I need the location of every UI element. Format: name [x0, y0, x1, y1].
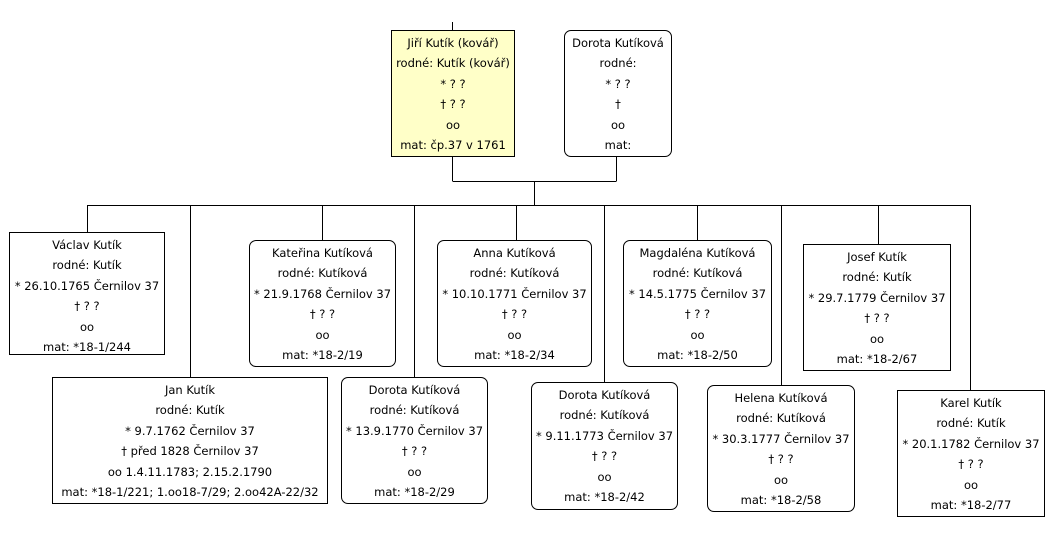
person-record: mat: *18-2/50 — [657, 347, 738, 362]
person-marriage: oo — [869, 331, 885, 346]
person-card-magdalena[interactable]: Magdaléna Kutíková rodné: Kutíková * 14.… — [623, 240, 772, 367]
person-birth-surname: rodné: — [599, 56, 637, 71]
person-card-jan[interactable]: Jan Kutík rodné: Kutík * 9.7.1762 Černil… — [52, 377, 328, 504]
person-record: mat: *18-2/67 — [836, 351, 918, 366]
person-birth: * 10.10.1771 Černilov 37 — [442, 286, 587, 301]
person-birth-surname: rodné: Kutíková — [736, 411, 826, 426]
person-card-mother[interactable]: Dorota Kutíková rodné: * ? ? † oo mat: — [564, 30, 672, 157]
person-record: mat: *18-2/77 — [930, 497, 1012, 512]
person-card-helena[interactable]: Helena Kutíková rodné: Kutíková * 30.3.1… — [707, 385, 855, 512]
person-birth-surname: rodné: Kutíková — [652, 266, 743, 281]
person-death: † ? ? — [684, 307, 711, 322]
person-name: Josef Kutík — [847, 250, 907, 264]
person-card-josef[interactable]: Josef Kutík rodné: Kutík * 29.7.1779 Čer… — [803, 244, 951, 371]
person-birth-surname: rodné: Kutík — [842, 270, 912, 285]
person-name: Dorota Kutíková — [558, 388, 651, 402]
person-birth: * 30.3.1777 Černilov 37 — [712, 431, 850, 446]
person-name: Jan Kutík — [164, 383, 215, 397]
person-marriage: oo — [79, 319, 95, 334]
person-record: mat: *18-2/19 — [282, 347, 363, 362]
person-name: Helena Kutíková — [734, 391, 828, 405]
person-birth: * 14.5.1775 Černilov 37 — [628, 286, 767, 301]
person-name: Kateřina Kutíková — [272, 246, 373, 260]
person-birth-surname: rodné: Kutíková — [277, 266, 368, 281]
person-death: † ? ? — [401, 444, 428, 459]
person-birth: * 20.1.1782 Černilov 37 — [902, 436, 1040, 451]
person-death: † ? ? — [768, 452, 794, 467]
person-death: † ? ? — [501, 307, 528, 322]
person-birth-surname: rodné: Kutík — [936, 416, 1006, 431]
person-record: mat: *18-2/58 — [740, 492, 822, 507]
person-name: Dorota Kutíková — [368, 383, 461, 397]
person-name: Dorota Kutíková — [572, 36, 664, 50]
person-marriage: oo — [445, 117, 461, 132]
person-name: Karel Kutík — [940, 396, 1002, 410]
person-death: † ? ? — [864, 311, 890, 326]
person-marriage: oo — [690, 327, 705, 342]
person-death: † ? ? — [958, 457, 984, 472]
person-card-karel[interactable]: Karel Kutík rodné: Kutík * 20.1.1782 Čer… — [897, 390, 1045, 517]
person-birth: * 9.7.1762 Černilov 37 — [125, 423, 255, 438]
person-card-dorota-1770[interactable]: Dorota Kutíková rodné: Kutíková * 13.9.1… — [341, 377, 488, 504]
person-birth: * ? ? — [440, 76, 466, 91]
person-name: Jiří Kutík (kovář) — [407, 36, 499, 50]
person-card-vaclav[interactable]: Václav Kutík rodné: Kutík * 26.10.1765 Č… — [9, 232, 165, 355]
person-marriage: oo — [610, 117, 626, 132]
person-birth-surname: rodné: Kutíková — [469, 266, 560, 281]
person-record: mat: *18-2/29 — [374, 484, 455, 499]
person-marriage: oo — [773, 472, 789, 487]
person-name: Václav Kutík — [52, 238, 122, 252]
person-birth: * ? ? — [605, 76, 631, 91]
person-death: † před 1828 Černilov 37 — [121, 444, 259, 459]
person-marriage: oo — [597, 469, 612, 484]
person-marriage: oo — [963, 477, 979, 492]
person-name: Anna Kutíková — [473, 246, 556, 260]
person-card-katerina[interactable]: Kateřina Kutíková rodné: Kutíková * 21.9… — [249, 240, 396, 367]
person-card-father[interactable]: Jiří Kutík (kovář) rodné: Kutík (kovář) … — [391, 30, 515, 157]
person-birth: * 9.11.1773 Černilov 37 — [535, 428, 674, 443]
person-record: mat: — [604, 137, 632, 152]
person-card-anna[interactable]: Anna Kutíková rodné: Kutíková * 10.10.17… — [437, 240, 592, 367]
person-marriage: oo 1.4.11.1783; 2.15.2.1790 — [107, 464, 273, 479]
person-name: Magdaléna Kutíková — [639, 246, 756, 260]
person-birth: * 21.9.1768 Černilov 37 — [253, 286, 392, 301]
person-birth-surname: rodné: Kutík — [52, 258, 122, 273]
person-death: † ? ? — [440, 97, 466, 112]
person-record: mat: *18-1/244 — [43, 339, 131, 354]
person-birth: * 13.9.1770 Černilov 37 — [345, 423, 484, 438]
person-card-dorota-1773[interactable]: Dorota Kutíková rodné: Kutíková * 9.11.1… — [531, 382, 678, 510]
person-marriage: oo — [407, 464, 422, 479]
person-birth: * 29.7.1779 Černilov 37 — [808, 290, 946, 305]
person-birth-surname: rodné: Kutíková — [369, 403, 460, 418]
person-birth-surname: rodné: Kutík (kovář) — [396, 56, 510, 71]
person-birth-surname: rodné: Kutíková — [559, 408, 650, 423]
person-death: † ? ? — [309, 307, 336, 322]
person-birth: * 26.10.1765 Černilov 37 — [14, 278, 160, 293]
person-death: † ? ? — [74, 299, 100, 314]
person-marriage: oo — [507, 327, 522, 342]
person-record: mat: *18-2/34 — [474, 347, 555, 362]
person-marriage: oo — [315, 327, 330, 342]
person-birth-surname: rodné: Kutík — [155, 403, 225, 418]
person-death: † ? ? — [591, 449, 618, 464]
person-record: mat: *18-2/42 — [564, 489, 645, 504]
person-record: mat: *18-1/221; 1.oo18-7/29; 2.oo42A-22/… — [61, 484, 319, 499]
person-record: mat: čp.37 v 1761 — [400, 137, 506, 152]
person-death: † — [615, 97, 621, 112]
